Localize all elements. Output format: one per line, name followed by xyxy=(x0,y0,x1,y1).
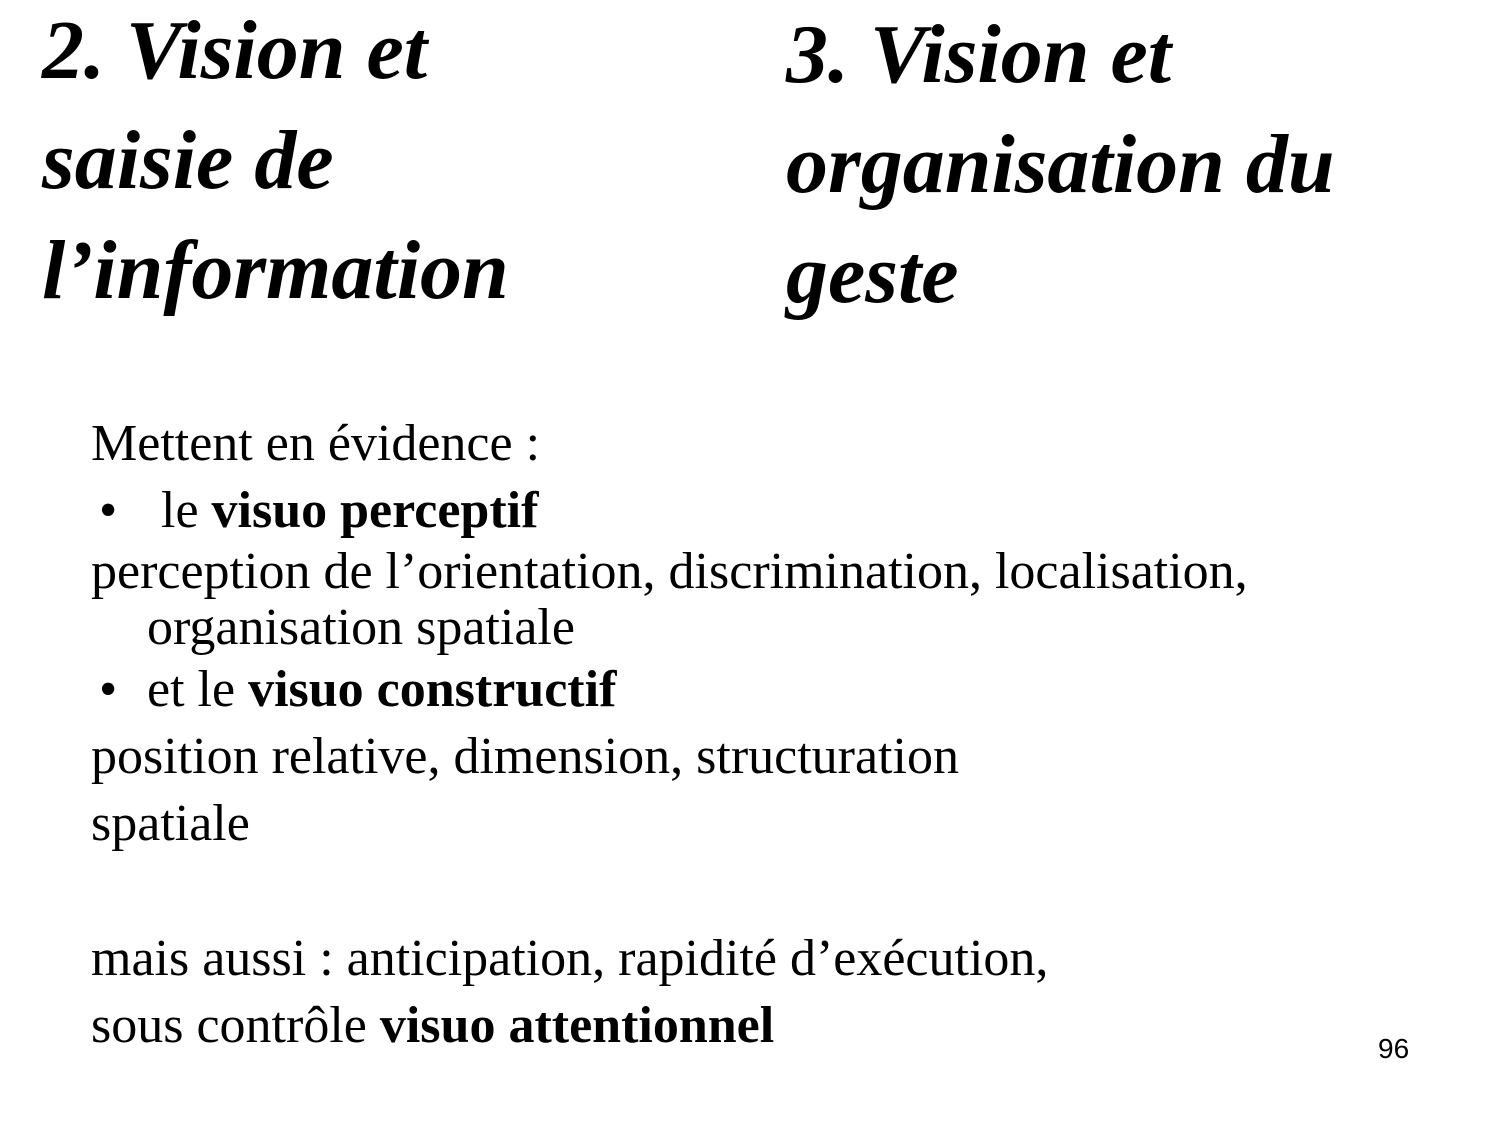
heading-left-line-1: 2. Vision et xyxy=(42,4,428,97)
heading-right-line-2: organisation du xyxy=(786,118,1335,211)
heading-vision-organisation-geste: 3. Vision et organisation du geste xyxy=(786,0,1486,330)
heading-right-line-1: 3. Vision et xyxy=(786,8,1172,101)
constructif-detail-line-2: spatiale xyxy=(91,795,250,852)
perceptif-detail-line-2: organisation spatiale xyxy=(147,599,575,656)
bullet-dot-icon: • xyxy=(99,661,118,718)
bullet-visuo-perceptif: • le visuo perceptif xyxy=(91,477,1451,544)
heading-vision-saisie-information: 2. Vision et saisie de l’information xyxy=(42,0,742,326)
closing-bold-term: visuo attentionnel xyxy=(379,997,775,1054)
bullet-visuo-constructif: • et le visuo constructif xyxy=(91,656,1451,723)
heading-right-line-3: geste xyxy=(786,228,959,321)
blank-line xyxy=(91,857,1451,925)
bullet-prefix: et le xyxy=(147,661,249,718)
bullet-dot-icon: • xyxy=(99,482,118,539)
heading-left-line-2: saisie de xyxy=(42,114,334,207)
intro-text: Mettent en évidence : xyxy=(91,415,541,472)
closing-line-2: sous contrôle visuo attentionnel xyxy=(91,992,1451,1059)
bullet-bold-term: visuo perceptif xyxy=(211,482,539,539)
constructif-detail-line-1: position relative, dimension, structurat… xyxy=(91,728,959,785)
closing-prefix: sous contrôle xyxy=(91,997,380,1054)
perceptif-detail-line-1: perception de l’orientation, discriminat… xyxy=(91,543,1248,600)
closing-line-1: mais aussi : anticipation, rapidité d’ex… xyxy=(91,930,1049,987)
page-number: 96 xyxy=(1378,1033,1410,1064)
slide-body: Mettent en évidence : • le visuo percepti… xyxy=(91,410,1451,1059)
bullet-prefix: le xyxy=(161,482,212,539)
bullet-bold-term: visuo constructif xyxy=(248,661,617,718)
heading-left-line-3: l’information xyxy=(42,224,509,317)
